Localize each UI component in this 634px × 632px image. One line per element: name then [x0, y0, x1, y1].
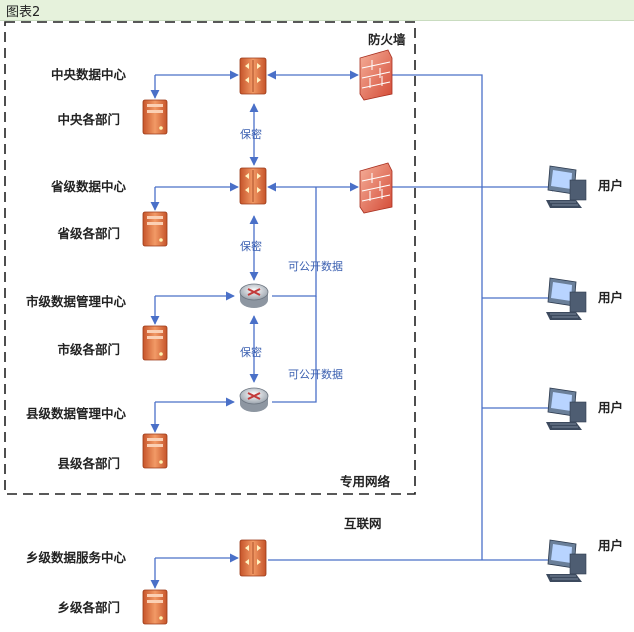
province-dc-label: 省级数据中心	[50, 179, 127, 194]
figure-label: 图表2	[6, 5, 41, 20]
line-public-city	[272, 187, 317, 297]
user-1-pc-icon	[545, 165, 587, 209]
user-4-label: 用户	[597, 538, 623, 553]
figure-header: 图表2	[0, 0, 634, 21]
town-dept-label: 乡级各部门	[57, 600, 120, 615]
central-dc-label: 中央数据中心	[51, 67, 127, 82]
town-dc-label: 乡级数据服务中心	[26, 550, 127, 565]
town-switch-icon	[239, 539, 267, 577]
secret-label-2: 保密	[240, 239, 262, 253]
user-4-pc-icon	[545, 539, 587, 583]
central-dept-label: 中央各部门	[57, 112, 120, 127]
public-data-label-1: 可公开数据	[288, 259, 343, 273]
province-switch-icon	[239, 167, 267, 205]
city-dc-label: 市级数据管理中心	[26, 294, 127, 309]
private-network-boundary	[4, 21, 416, 495]
secret-label-3: 保密	[240, 345, 262, 359]
county-dept-label: 县级各部门	[57, 456, 120, 471]
county-dc-label: 县级数据管理中心	[26, 406, 127, 421]
user-1-label: 用户	[597, 178, 623, 193]
central-switch-icon	[239, 57, 267, 95]
user-3-pc-icon	[545, 387, 587, 431]
province-dept-server-icon	[142, 211, 168, 247]
city-router-icon	[239, 283, 269, 309]
secret-label-1: 保密	[240, 127, 262, 141]
internet-label: 互联网	[344, 516, 382, 531]
user-2-label: 用户	[597, 290, 623, 305]
user-3-label: 用户	[597, 400, 623, 415]
county-router-icon	[239, 387, 269, 413]
firewall-2-icon	[359, 162, 393, 214]
province-dept-label: 省级各部门	[56, 226, 120, 241]
county-dept-server-icon	[142, 433, 168, 469]
line-public-county	[272, 296, 317, 403]
town-dept-server-icon	[142, 589, 168, 625]
public-data-label-2: 可公开数据	[288, 367, 343, 381]
city-dept-server-icon	[142, 325, 168, 361]
line-firewall1-bus	[392, 74, 483, 560]
city-dept-label: 市级各部门	[57, 342, 120, 357]
user-2-pc-icon	[545, 277, 587, 321]
firewall-1-icon	[359, 49, 393, 101]
central-dept-server-icon	[142, 99, 168, 135]
private-network-label: 专用网络	[340, 474, 391, 489]
firewall-label: 防火墙	[368, 32, 406, 47]
